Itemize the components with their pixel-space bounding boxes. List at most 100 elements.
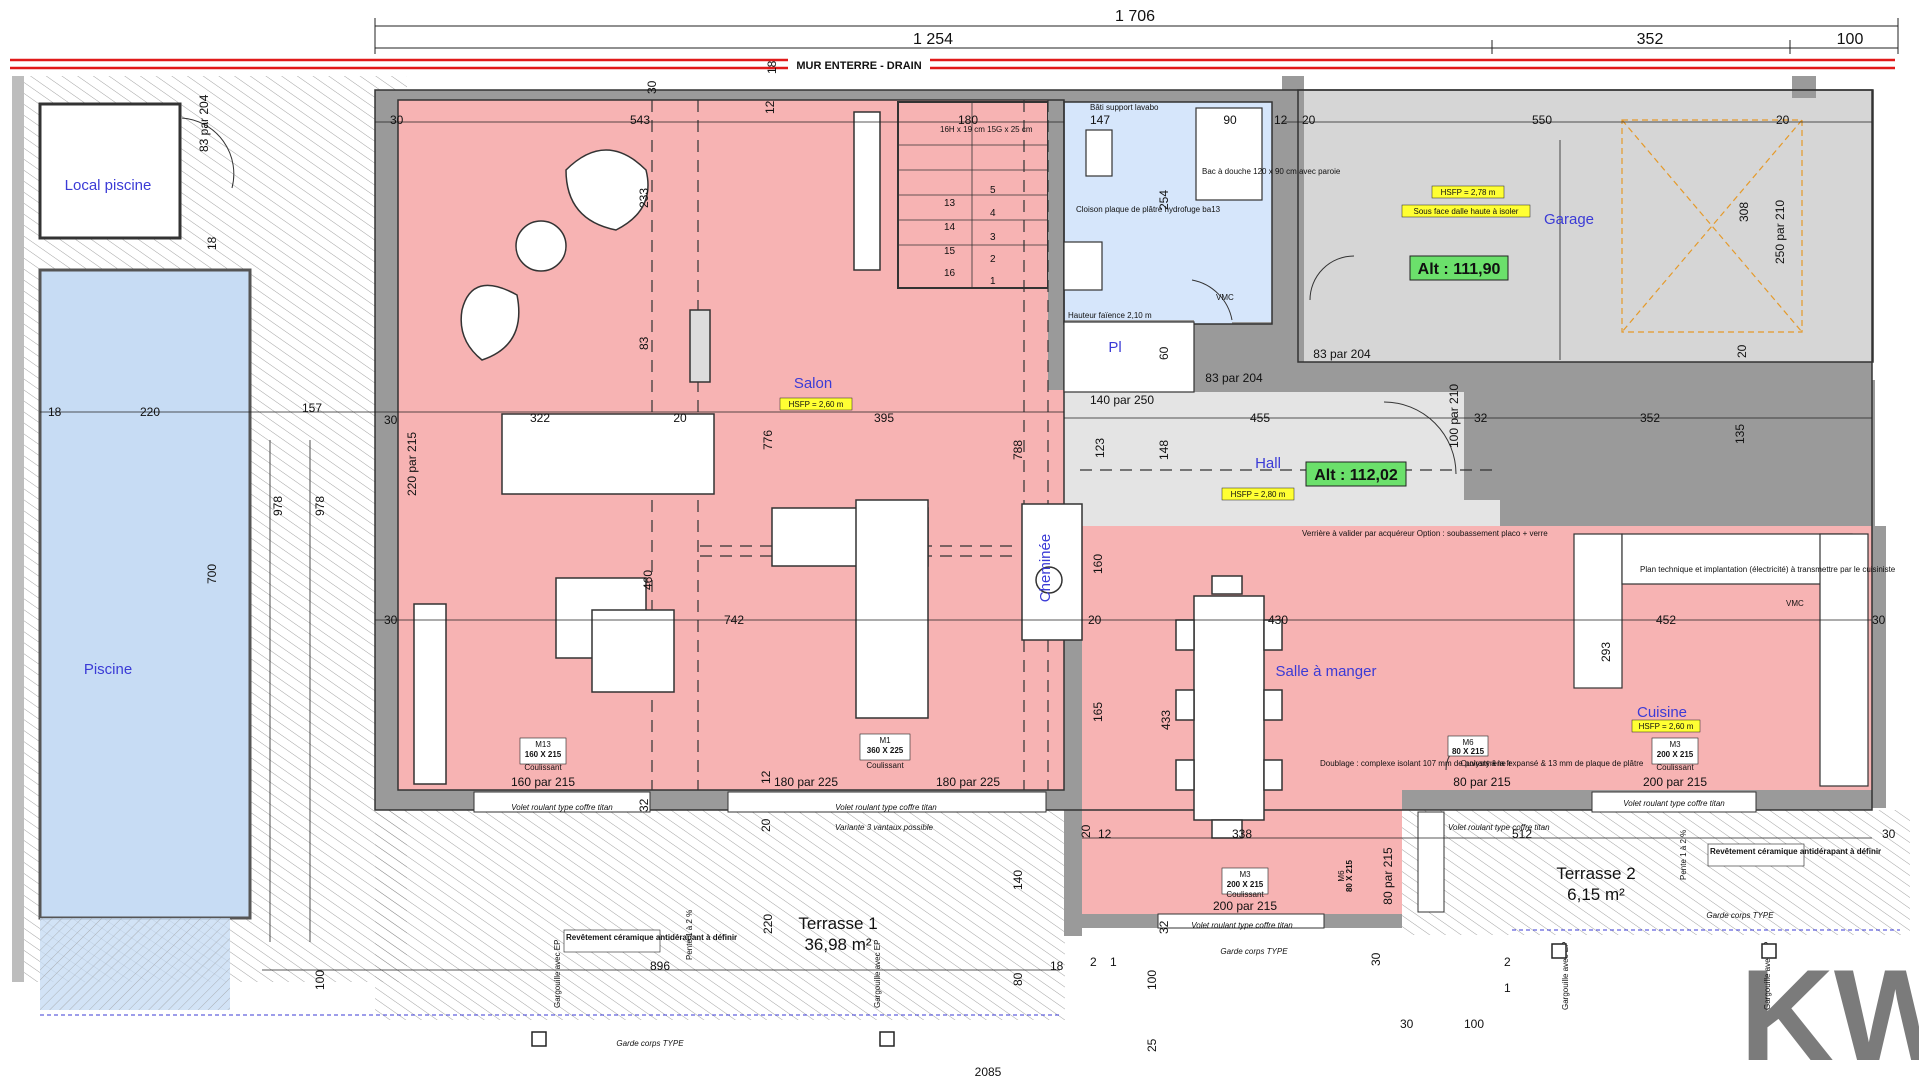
svg-text:30: 30 <box>1872 613 1886 627</box>
dining-table <box>1175 575 1283 839</box>
svg-text:140 par 250: 140 par 250 <box>1090 393 1154 407</box>
garage-floor <box>1298 90 1873 362</box>
stair-step: 1 <box>990 276 996 287</box>
svg-text:80 X 215: 80 X 215 <box>1345 859 1354 892</box>
svg-text:1: 1 <box>1504 981 1511 995</box>
kitchen-units <box>1573 533 1869 787</box>
hsfp-cuisine: HSFP = 2,60 m <box>1639 722 1694 731</box>
svg-text:100: 100 <box>1464 1017 1484 1031</box>
stair-step: 16 <box>944 268 956 279</box>
stair-step: 3 <box>990 232 996 243</box>
vmc-note: VMC <box>1216 293 1234 302</box>
svg-text:30: 30 <box>384 413 398 427</box>
svg-text:896: 896 <box>650 959 670 973</box>
volet-note: Volet roulant type coffre titan <box>1623 799 1725 808</box>
svg-text:80 par 215: 80 par 215 <box>1453 775 1511 789</box>
volets <box>473 791 1757 929</box>
svg-text:160: 160 <box>1091 554 1105 574</box>
svg-text:32: 32 <box>1474 411 1488 425</box>
svg-text:160 X 215: 160 X 215 <box>525 750 562 759</box>
svg-text:220: 220 <box>761 914 775 934</box>
plan-technique-note: Plan technique et implantation (électric… <box>1640 565 1896 574</box>
svg-text:12: 12 <box>763 100 777 114</box>
svg-text:M3: M3 <box>1669 740 1681 749</box>
svg-text:60: 60 <box>1157 346 1171 360</box>
svg-text:233: 233 <box>637 188 651 208</box>
svg-text:147: 147 <box>1090 113 1110 127</box>
garde-corps-note: Garde corps TYPE <box>1220 947 1288 956</box>
revetement-note: Revêtement céramique antidérapant à défi… <box>1710 847 1881 856</box>
svg-text:700: 700 <box>205 564 219 584</box>
revetement-note: Revêtement céramique antidérapant à défi… <box>566 933 737 942</box>
svg-text:160 par 215: 160 par 215 <box>511 775 575 789</box>
svg-text:20: 20 <box>1302 113 1316 127</box>
svg-text:776: 776 <box>761 430 775 450</box>
svg-text:220 par 215: 220 par 215 <box>405 432 419 496</box>
svg-text:360 X 225: 360 X 225 <box>867 746 904 755</box>
svg-text:322: 322 <box>530 411 550 425</box>
svg-text:M13: M13 <box>535 740 551 749</box>
volet-note: Volet roulant type coffre titan <box>835 803 937 812</box>
svg-text:18: 18 <box>205 236 219 250</box>
svg-text:460: 460 <box>641 570 655 590</box>
svg-text:25: 25 <box>1145 1038 1159 1052</box>
svg-text:220: 220 <box>140 405 160 419</box>
svg-text:83 par 204: 83 par 204 <box>197 94 211 152</box>
garde-corps-note: Garde corps TYPE <box>1706 911 1774 920</box>
dim-total: 1 706 <box>1115 8 1155 25</box>
room-piscine: Piscine <box>84 661 132 678</box>
hsfp-garage: HSFP = 2,78 m <box>1441 188 1496 197</box>
bac-douche-note: Bac à douche 120 x 90 cm avec paroie <box>1202 167 1341 176</box>
svg-text:32: 32 <box>1157 920 1171 934</box>
svg-text:30: 30 <box>390 113 404 127</box>
svg-text:20: 20 <box>673 411 687 425</box>
svg-text:308: 308 <box>1737 202 1751 222</box>
gargouille-note: Gargouille avec EP <box>1763 942 1772 1010</box>
room-hall: Hall <box>1255 455 1281 472</box>
room-cuisine: Cuisine <box>1637 704 1687 721</box>
room-pl: Pl <box>1108 339 1121 356</box>
opening-m3-dining: M3 200 X 215 Coulissant 200 par 215 <box>1213 867 1277 913</box>
alt-box-hall <box>1305 461 1407 487</box>
stair-step: 2 <box>990 254 996 265</box>
svg-text:20: 20 <box>1088 613 1102 627</box>
svg-text:Coulissant: Coulissant <box>866 761 904 770</box>
hsfp-salon: HSFP = 2,60 m <box>789 400 844 409</box>
svg-text:978: 978 <box>271 496 285 516</box>
volet-note: Volet roulant type coffre titan <box>511 803 613 812</box>
room-local-piscine: Local piscine <box>65 177 152 194</box>
svg-text:430: 430 <box>1268 613 1288 627</box>
svg-text:30: 30 <box>1369 952 1383 966</box>
svg-text:452: 452 <box>1656 613 1676 627</box>
alt-garage: Alt : 111,90 <box>1418 261 1501 278</box>
terrasse2-hatch <box>1400 810 1910 935</box>
svg-text:M3: M3 <box>1239 870 1251 879</box>
hall-floor <box>1064 392 1504 526</box>
variante-note: Variante 3 vantaux possible <box>835 823 934 832</box>
svg-text:Coulissant: Coulissant <box>1656 763 1694 772</box>
room-terrasse1: Terrasse 1 <box>798 914 877 933</box>
svg-text:Ouvrant à la fr: Ouvrant à la fr <box>1461 759 1512 768</box>
svg-text:100 par 210: 100 par 210 <box>1447 384 1461 448</box>
svg-text:250 par 210: 250 par 210 <box>1773 200 1787 264</box>
alt-box-garage <box>1409 255 1509 281</box>
volet-note: Volet roulant type coffre titan <box>1191 921 1293 930</box>
opening-m3-kitchen: M3 200 X 215 Coulissant 200 par 215 <box>1643 737 1707 789</box>
svg-text:18: 18 <box>48 405 62 419</box>
svg-text:254: 254 <box>1157 190 1171 210</box>
terrasse1-area: 36,98 m² <box>804 935 871 954</box>
opening-m13: M13 160 X 215 Coulissant 160 par 215 <box>511 737 575 789</box>
svg-text:180 par 225: 180 par 225 <box>774 775 838 789</box>
svg-text:100: 100 <box>1145 970 1159 990</box>
svg-text:200 par 215: 200 par 215 <box>1643 775 1707 789</box>
svg-text:83 par 204: 83 par 204 <box>1205 371 1263 385</box>
svg-text:M6: M6 <box>1337 870 1346 882</box>
svg-text:788: 788 <box>1011 440 1025 460</box>
svg-text:742: 742 <box>724 613 744 627</box>
stair-step: 4 <box>990 208 996 219</box>
svg-text:30: 30 <box>1882 827 1896 841</box>
hauteur-faience-note: Hauteur faïence 2,10 m <box>1068 311 1152 320</box>
dim-left: 1 254 <box>913 31 953 48</box>
svg-text:148: 148 <box>1157 440 1171 460</box>
svg-text:100: 100 <box>313 970 327 990</box>
